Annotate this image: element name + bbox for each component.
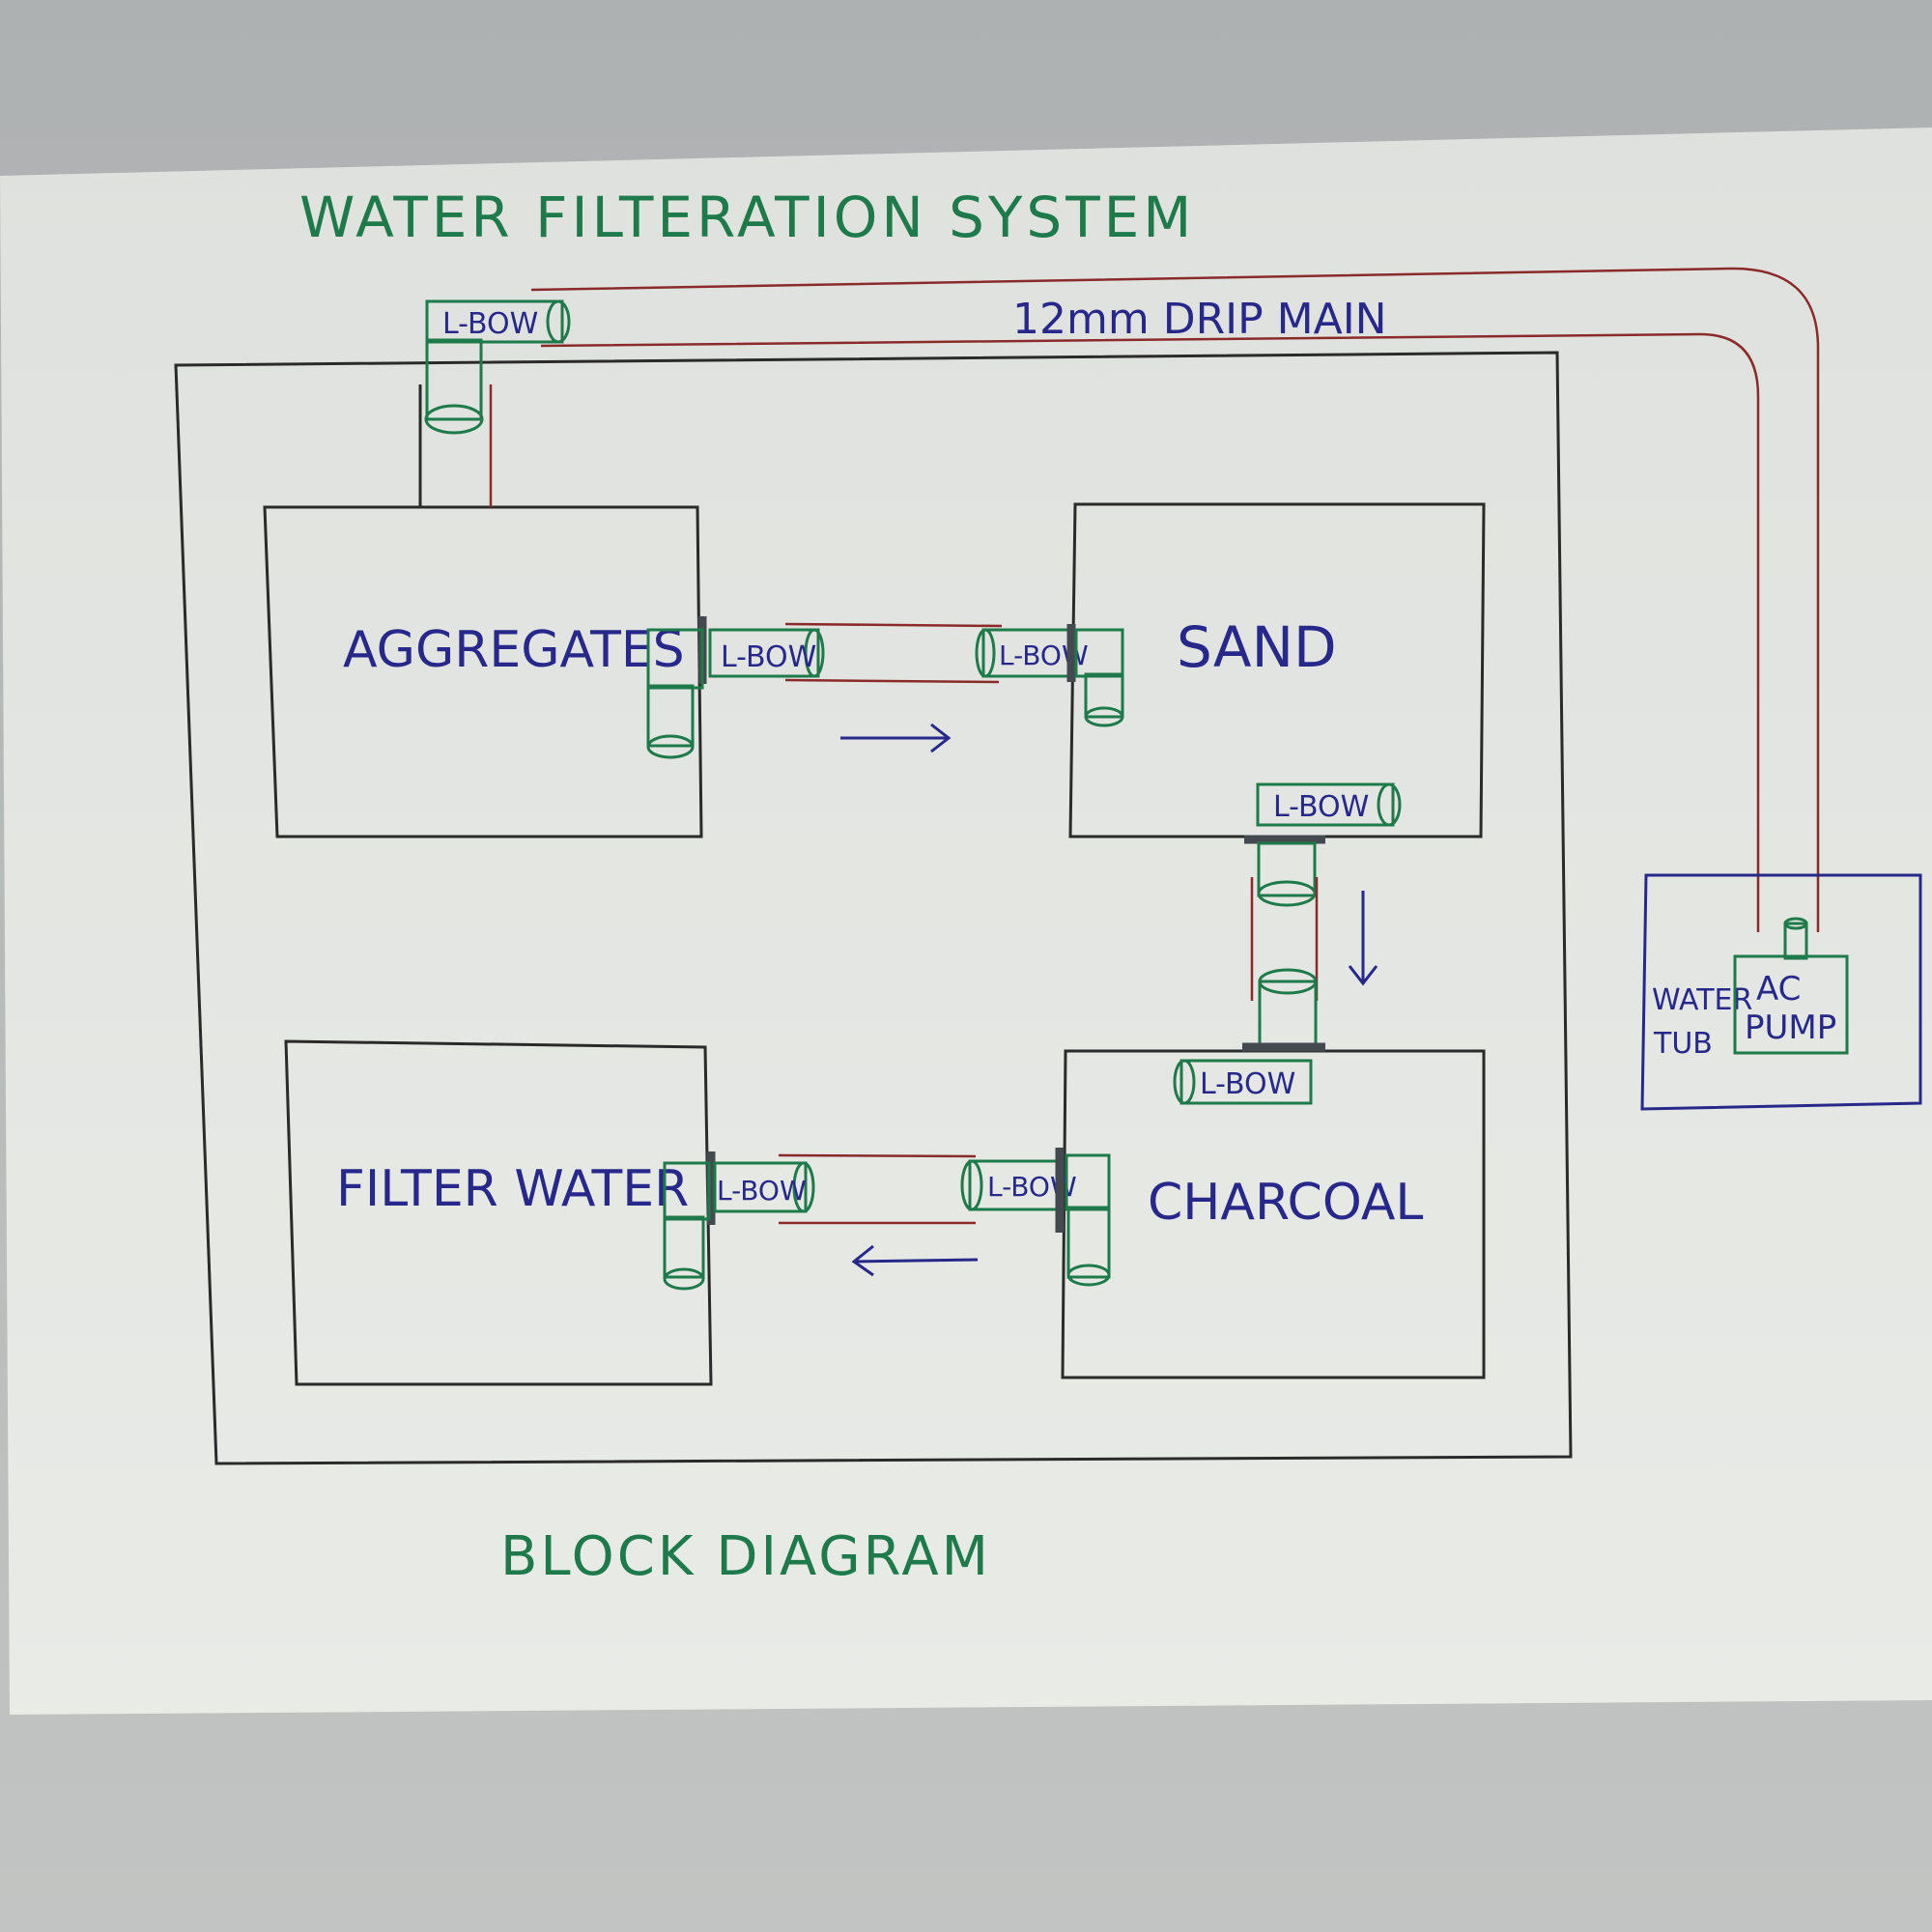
ac-pump-line1: AC — [1756, 970, 1801, 1009]
water-tub-line2: TUB — [1653, 1027, 1713, 1061]
drip-main-label: 12mm DRIP MAIN — [1012, 295, 1387, 344]
top-l-bow: L-BOW — [418, 299, 571, 507]
l-bow-filter-label: L-BOW — [717, 1175, 807, 1207]
chamber-filter-water: FILTER WATER — [284, 1039, 713, 1386]
paper-sheet — [0, 128, 1932, 1715]
connector-aggregates-to-sand: L-BOW L-BOW — [646, 616, 1124, 759]
chamber-aggregates-label: AGGREGATES — [343, 621, 685, 679]
l-bow-charcoal-top-label: L-BOW — [1200, 1067, 1295, 1101]
diagram-title: WATER FILTERATION SYSTEM — [299, 185, 1195, 250]
chamber-charcoal-label: CHARCOAL — [1148, 1174, 1423, 1232]
chamber-sand: SAND — [1068, 502, 1486, 838]
flow-arrow-right — [840, 723, 952, 753]
chamber-charcoal: CHARCOAL — [1061, 1049, 1486, 1379]
water-tub-line1: WATER — [1652, 983, 1752, 1017]
drip-main-pipe — [530, 267, 1820, 932]
connector-sand-to-charcoal: L-BOW L-BOW — [1173, 782, 1402, 1105]
top-l-bow-label: L-BOW — [442, 307, 538, 341]
chamber-sand-label: SAND — [1177, 614, 1337, 680]
flow-arrow-left — [851, 1244, 979, 1277]
outer-frame — [174, 351, 1573, 1465]
l-bow-aggregates-label: L-BOW — [721, 640, 816, 674]
diagram-caption: BLOCK DIAGRAM — [500, 1525, 991, 1588]
chamber-aggregates: AGGREGATES — [263, 505, 703, 838]
flow-arrow-down — [1348, 891, 1378, 986]
connector-charcoal-to-filter: L-BOW L-BOW — [663, 1148, 1111, 1291]
l-bow-sand-bottom-label: L-BOW — [1273, 790, 1369, 824]
ac-pump-line2: PUMP — [1745, 1009, 1836, 1047]
ac-pump: AC PUMP — [1733, 917, 1849, 1055]
chamber-filter-water-label: FILTER WATER — [336, 1160, 689, 1218]
